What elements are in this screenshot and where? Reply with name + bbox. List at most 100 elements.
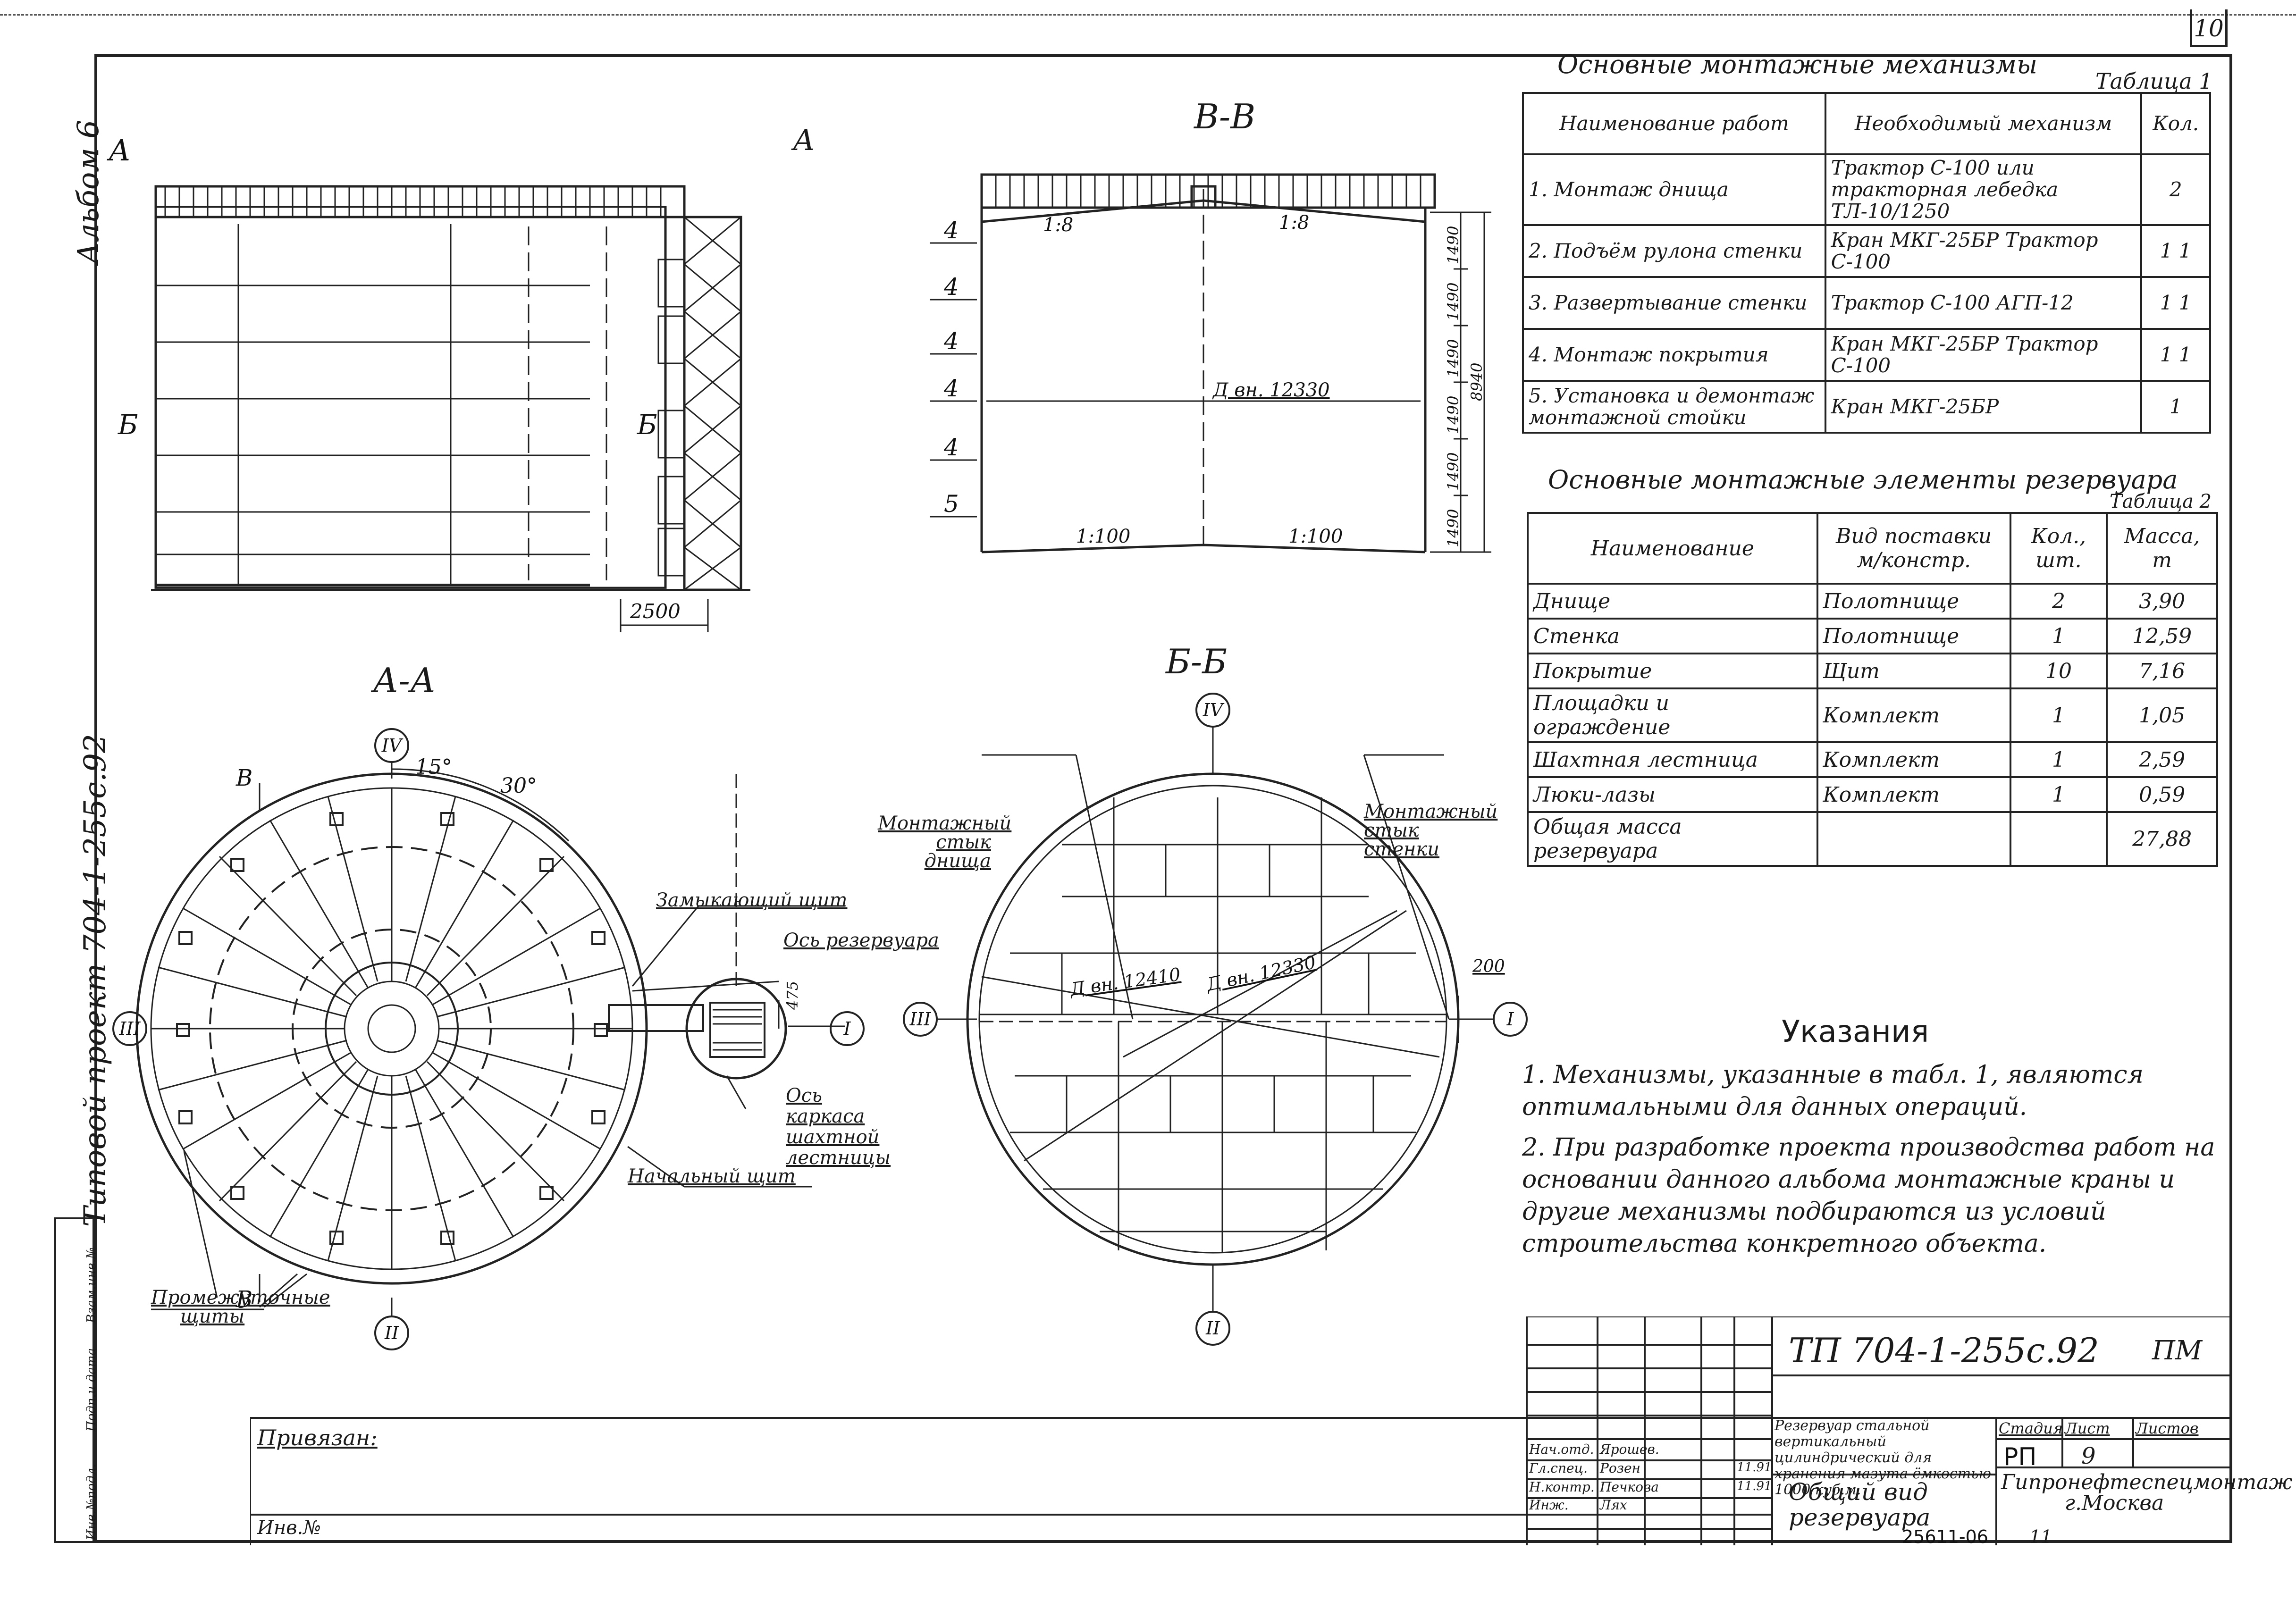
label-starting-panel: Начальный щит: [628, 1165, 796, 1187]
tb-sheet-label: Лист: [2065, 1419, 2110, 1437]
note-item: 1. Механизмы, указанные в табл. 1, являю…: [1522, 1061, 2144, 1121]
label-closing-panel: Замыкающий щит: [656, 889, 848, 911]
tb-date: 11.91: [1737, 1479, 1772, 1493]
table1-header: Кол.: [2140, 92, 2211, 155]
table2-header: Наименование: [1527, 512, 1818, 585]
table1-header: Наименование работ: [1522, 92, 1826, 155]
tb-sheets-label: Листов: [2136, 1419, 2199, 1437]
vv-dim-right: 1490: [1444, 396, 1462, 434]
table2-caption: Основные монтажные элементы резервуара: [1548, 465, 2178, 494]
table-row: Покрытие Щит 10 7,16: [1527, 653, 2218, 689]
sheet-top-border: [0, 14, 2296, 16]
table2-cell-name: Стенка: [1527, 618, 1818, 654]
table1-caption: Основные монтажные механизмы: [1557, 50, 2037, 79]
table-elements: Наименование Вид поставки м/констр. Кол.…: [1527, 512, 2218, 867]
title-block-lines: [250, 1316, 2232, 1545]
tb-bottom-num: 11: [2029, 1526, 2052, 1547]
table2-cell-supply: Полотнище: [1816, 583, 2011, 620]
tb-role: Н.контр.: [1529, 1479, 1595, 1495]
vv-dim-left: 4: [943, 327, 959, 355]
section-mark-v-bottom: В: [235, 1286, 252, 1313]
axis-iii-label: III: [118, 1018, 141, 1039]
table2-cell-mass: 3,90: [2106, 583, 2218, 620]
table1-cell-mech: Кран МКГ-25БР: [1824, 380, 2143, 434]
table1-header: Необходимый механизм: [1824, 92, 2143, 155]
aa-dim-475: 475: [783, 981, 801, 1010]
tb-sheet-title: Общий вид резервуара: [1789, 1478, 1931, 1531]
table1-cell-qty: 1 1: [2140, 328, 2211, 382]
side-project-label: Типовой проект 704-1-255с.92: [78, 734, 113, 1227]
tb-stage-label: Стадия: [1999, 1419, 2063, 1437]
table2-cell-name: Общая масса резервуара: [1527, 811, 1818, 867]
vv-total-height: 8940: [1468, 363, 1486, 401]
table-row: 4. Монтаж покрытия Кран МКГ-25БР Трактор…: [1522, 328, 2211, 382]
vv-dim-right: 1490: [1444, 453, 1462, 491]
axis-iii-label: III: [909, 1009, 931, 1030]
label-bottom-joint: Монтажный стык днища: [878, 813, 1012, 872]
table2-header: Масса, т: [2106, 512, 2218, 585]
section-mark-b-right: Б: [637, 409, 657, 441]
table2-cell-name: Площадки и ограждение: [1527, 687, 1818, 743]
notes-title: Указания: [1782, 1014, 1929, 1049]
table1-cell-qty: 1 1: [2140, 276, 2211, 330]
table2-cell-supply: Щит: [1816, 653, 2011, 689]
table-row: Стенка Полотнище 1 12,59: [1527, 618, 2218, 654]
table2-cell-name: Днище: [1527, 583, 1818, 620]
table1-cell-qty: 1: [2140, 380, 2211, 434]
table2-cell-supply: [1816, 811, 2011, 867]
tb-role: Нач.отд.: [1529, 1441, 1594, 1457]
vv-slope: 1:8: [1279, 212, 1309, 234]
vv-dim-left: 4: [943, 434, 959, 461]
tb-inv: Инв.№: [257, 1517, 321, 1539]
table2-cell-qty: 1: [2009, 776, 2108, 813]
table1-cell-mech: Трактор С-100 или тракторная лебедка ТЛ-…: [1824, 153, 2143, 226]
side-stamp-field: Взам.инв.№: [84, 1247, 99, 1323]
table-row: 1. Монтаж днища Трактор С-100 или тракто…: [1522, 153, 2211, 226]
bb-dim-inner: Д вн. 12330: [1204, 952, 1318, 995]
vv-dim-left: 4: [943, 217, 959, 244]
table2-cell-supply: Комплект: [1816, 741, 2011, 778]
table-row: 5. Установка и демонтаж монтажной стойки…: [1522, 380, 2211, 434]
axis-ii-label: II: [384, 1323, 399, 1343]
vv-dim-right: 1490: [1444, 339, 1462, 377]
vv-dim-left: 4: [943, 375, 959, 402]
axis-i-label: I: [1506, 1009, 1514, 1030]
bb-dim-outer: Д вн. 12410: [1068, 964, 1182, 1000]
tb-date: 11.91: [1737, 1460, 1772, 1475]
table1-cell-work: 2. Подъём рулона стенки: [1522, 224, 1826, 278]
axis-iv-label: IV: [1203, 700, 1225, 721]
angle-15: 15°: [415, 755, 452, 779]
table2-cell-mass: 2,59: [2106, 741, 2218, 778]
table1-cell-work: 5. Установка и демонтаж монтажной стойки: [1522, 380, 1826, 434]
label-wall-joint: Монтажный стык стенки: [1364, 801, 1498, 860]
label-stair-axis: Ось каркаса шахтной лестницы: [786, 1085, 891, 1169]
table1-cell-work: 3. Развертывание стенки: [1522, 276, 1826, 330]
tb-name: Печкова: [1600, 1479, 1659, 1495]
tb-name: Розен: [1600, 1460, 1640, 1476]
elevation-view: 2500 А Б Б: [107, 133, 750, 632]
angle-30: 30°: [500, 774, 537, 798]
table2-header: Кол., шт.: [2009, 512, 2108, 585]
vv-dim-right: 1490: [1444, 226, 1462, 264]
vv-slope: 1:8: [1043, 214, 1073, 236]
table2-cell-mass: 0,59: [2106, 776, 2218, 813]
tb-bottom-code: 25611-06: [1902, 1526, 1988, 1547]
vv-dim-right: 1490: [1444, 509, 1462, 547]
side-stamp: Инв.№подл. Подп.и дата Взам.инв.№: [54, 1217, 99, 1543]
table2-header: Вид поставки м/констр.: [1816, 512, 2011, 585]
table-row: Днище Полотнище 2 3,90: [1527, 583, 2218, 620]
table2-cell-supply: Комплект: [1816, 687, 2011, 743]
axis-ii-label: II: [1205, 1318, 1220, 1339]
table1-cell-mech: Кран МКГ-25БР Трактор С-100: [1824, 328, 2143, 382]
table2-cell-supply: Комплект: [1816, 776, 2011, 813]
tb-code: ТП 704-1-255с.92: [1789, 1331, 2099, 1370]
table2-cell-qty: 10: [2009, 653, 2108, 689]
notes-block: Указания 1. Механизмы, указанные в табл.…: [1522, 1014, 2220, 1268]
vv-slope: 1:100: [1076, 526, 1130, 547]
tb-sheet-type: ПМ: [2152, 1335, 2203, 1366]
table2-cell-qty: [2009, 811, 2108, 867]
tb-stage: РП: [2003, 1443, 2037, 1471]
tb-organization: Гипронефтеспецмонтаж г.Москва: [2001, 1470, 2293, 1515]
tb-role: Инж.: [1529, 1497, 1569, 1513]
section-aa-view: IV III I II 15° 30° В В 475: [112, 728, 865, 1350]
